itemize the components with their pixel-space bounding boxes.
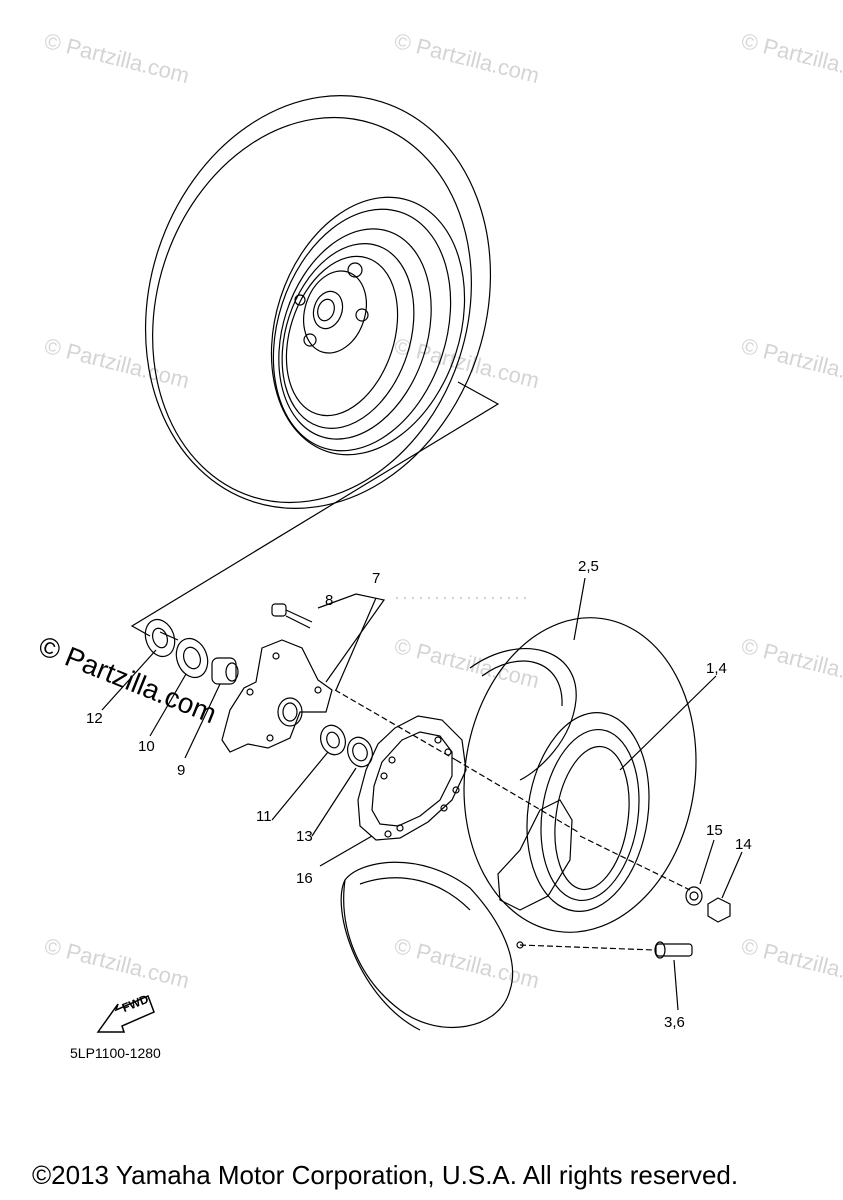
callout-label: 15 <box>706 822 723 839</box>
bearing-10 <box>175 637 209 679</box>
tire-rim-assembly <box>340 617 697 1031</box>
seal-13 <box>347 736 373 768</box>
callout-label: 12 <box>86 710 103 727</box>
callout-label: 9 <box>177 762 186 779</box>
callout-label: 8 <box>325 592 334 609</box>
diagram-code: 5LP1100-1280 <box>70 1045 161 1061</box>
washer-15 <box>685 886 703 906</box>
callout-label: 14 <box>735 836 752 853</box>
callout-label: 16 <box>296 870 313 887</box>
callout-label: 1,4 <box>706 660 727 677</box>
spacer-9 <box>211 657 239 685</box>
callout-label: 11 <box>256 808 272 825</box>
bearing-11 <box>320 724 346 756</box>
callout-label: 10 <box>138 738 155 755</box>
callout-label: 3,6 <box>664 1014 685 1031</box>
callout-label: 2,5 <box>578 558 599 575</box>
plate-16 <box>357 715 467 841</box>
valve-3-6 <box>519 941 693 959</box>
nut-14 <box>707 897 731 923</box>
bolt-8 <box>271 603 313 629</box>
wheel-hub <box>221 639 333 753</box>
copyright-notice: ©2013 Yamaha Motor Corporation, U.S.A. A… <box>32 1160 739 1190</box>
callout-label: 13 <box>296 828 313 845</box>
bearing-12 <box>144 618 176 658</box>
assembled-wheel <box>144 95 492 509</box>
callout-label: 7 <box>372 570 381 587</box>
fwd-arrow-icon <box>96 994 155 1033</box>
